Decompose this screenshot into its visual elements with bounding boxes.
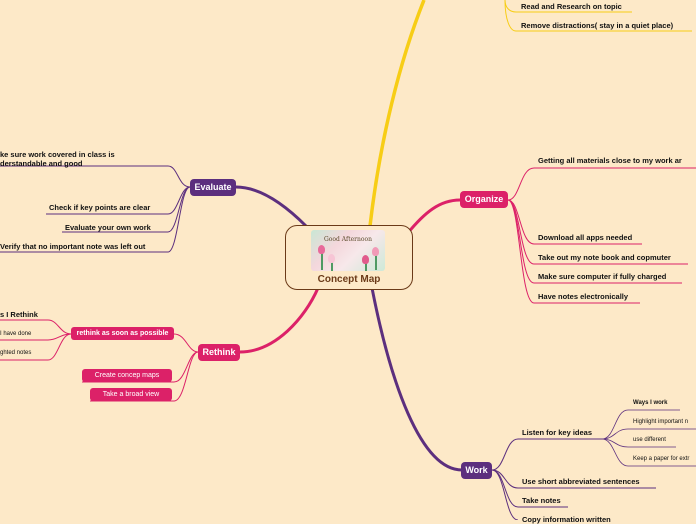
work-item-listen[interactable]: Listen for key ideas — [522, 428, 593, 437]
rethink-sub-item-highlighted[interactable]: ghted notes — [0, 350, 32, 356]
work-item-take-notes[interactable]: Take notes — [522, 496, 561, 505]
organize-item-materials[interactable]: Getting all materials close to my work a… — [538, 156, 682, 165]
evaluate-item-verify-notes[interactable]: Verify that no important note was left o… — [0, 242, 146, 251]
central-topic[interactable]: Good Afternoon Concept Map — [285, 225, 413, 290]
organize-item-download-apps[interactable]: Download all apps needed — [538, 233, 633, 242]
listen-item-different[interactable]: use different — [633, 437, 666, 443]
rethink-item-broad-view[interactable]: Take a broad view — [90, 388, 172, 401]
node-organize[interactable]: Organize — [460, 191, 508, 208]
work-item-abbreviated[interactable]: Use short abbreviated sentences — [522, 477, 640, 486]
node-work[interactable]: Work — [461, 462, 492, 479]
listen-item-ways[interactable]: Ways I work — [633, 400, 668, 406]
rethink-sub-item-rethink[interactable]: s I Rethink — [0, 310, 38, 319]
organize-item-charged[interactable]: Make sure computer if fully charged — [538, 272, 667, 281]
top-item-read-research[interactable]: Read and Research on topic — [521, 2, 622, 11]
good-afternoon-image — [311, 230, 385, 271]
evaluate-item-own-work[interactable]: Evaluate your own work — [65, 223, 151, 232]
node-rethink[interactable]: Rethink — [198, 344, 240, 361]
listen-item-highlight[interactable]: Highlight important n — [633, 419, 689, 425]
image-greeting-text: Good Afternoon — [324, 236, 372, 243]
organize-item-notebook-computer[interactable]: Take out my note book and copmuter — [538, 253, 671, 262]
central-topic-title: Concept Map — [317, 274, 381, 285]
evaluate-item-key-points[interactable]: Check if key points are clear — [49, 203, 151, 212]
listen-item-paper[interactable]: Keep a paper for extr — [633, 456, 690, 462]
organize-item-electronic-notes[interactable]: Have notes electronically — [538, 292, 629, 301]
rethink-item-concept-maps[interactable]: Create concep maps — [82, 369, 172, 382]
evaluate-item-class-work[interactable]: ke sure work covered in class is derstan… — [0, 150, 115, 168]
node-evaluate[interactable]: Evaluate — [190, 179, 236, 196]
rethink-sub-item-done[interactable]: I have done — [0, 331, 32, 337]
rethink-subnode-asap[interactable]: rethink as soon as possible — [71, 327, 174, 340]
top-item-remove-distractions[interactable]: Remove distractions( stay in a quiet pla… — [521, 21, 674, 30]
